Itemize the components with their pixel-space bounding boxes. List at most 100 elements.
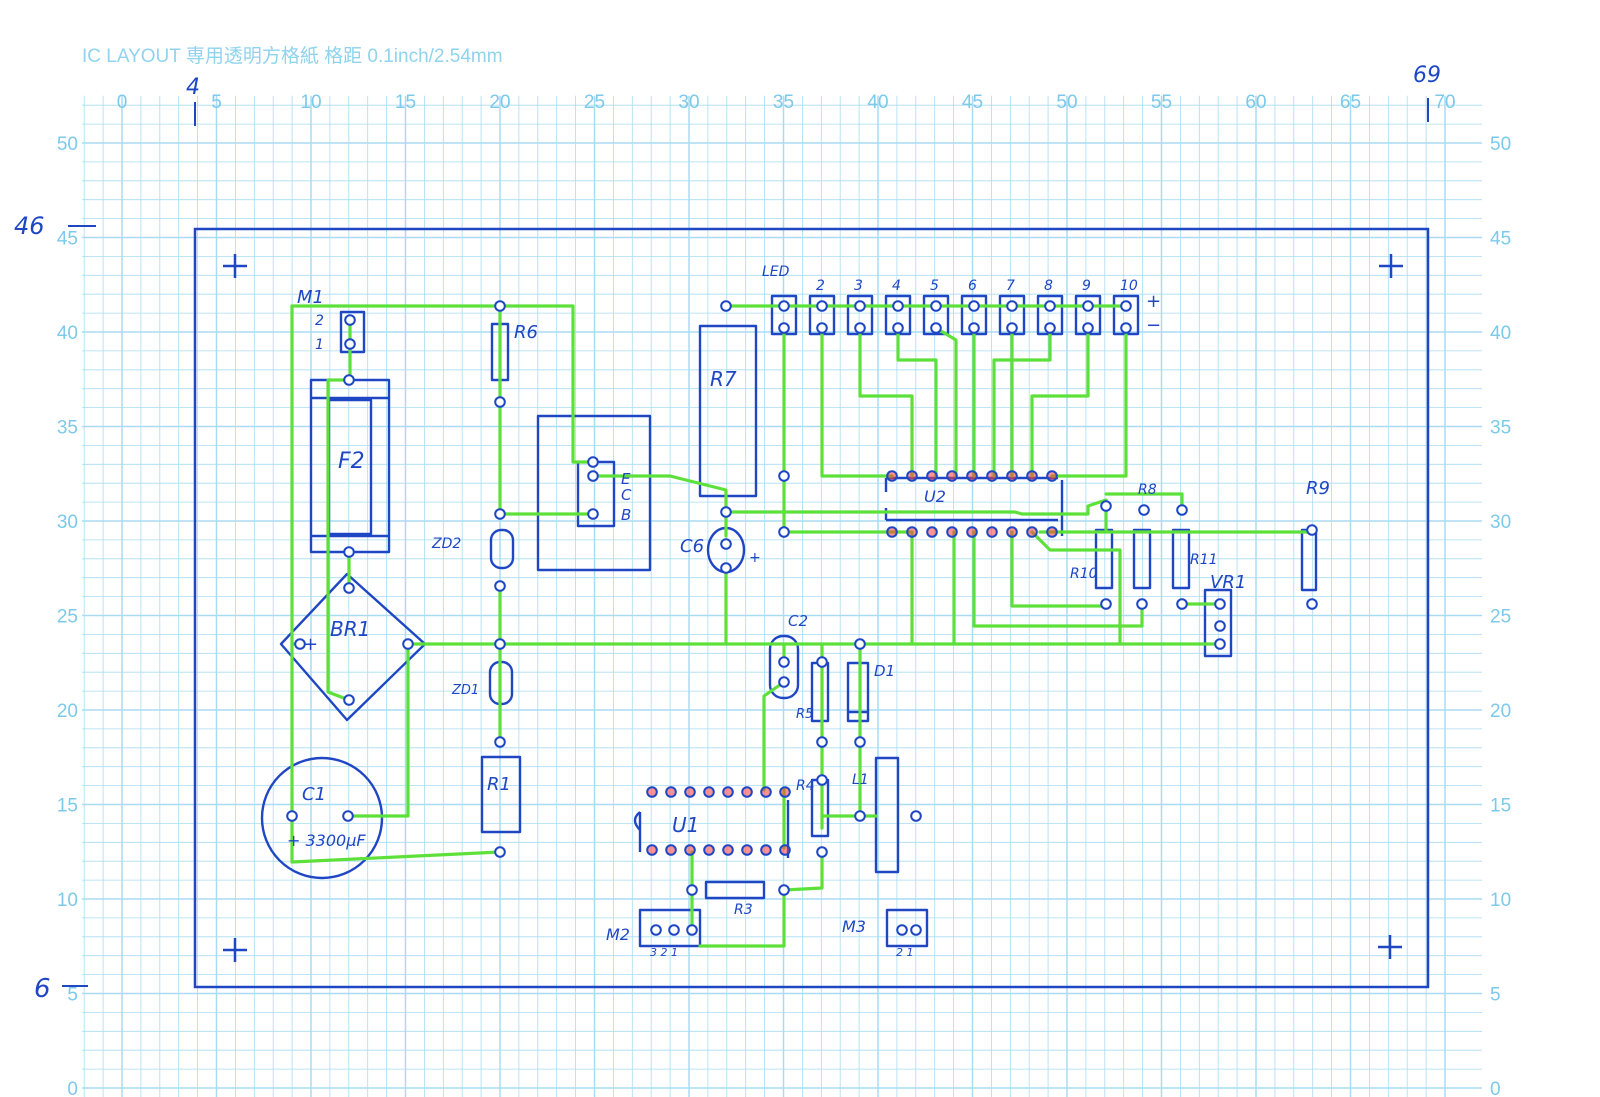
pad — [343, 374, 355, 386]
transistor-e-label: E — [621, 470, 631, 488]
trace-led8-cathode — [992, 326, 1052, 478]
pad — [286, 810, 298, 822]
y-axis-label: 30 — [57, 512, 78, 533]
pad — [892, 322, 904, 334]
led-label: LED — [762, 264, 790, 280]
board-outline — [193, 227, 1430, 989]
pad — [854, 322, 866, 334]
pad — [494, 300, 506, 312]
pad — [686, 924, 698, 936]
x-axis-label: 5 — [211, 92, 222, 113]
zd2-zener-body — [489, 528, 515, 570]
pad — [703, 844, 715, 856]
pad — [720, 562, 732, 574]
led-connector-body — [922, 294, 950, 336]
y-axis-label: 45 — [57, 229, 78, 250]
x-axis-label: 60 — [1245, 92, 1266, 113]
trace-m1-to-transistor — [290, 304, 595, 464]
pad — [720, 300, 732, 312]
y-axis-label: 35 — [57, 418, 78, 439]
pad — [910, 924, 922, 936]
pad — [1100, 598, 1112, 610]
y-axis-label: 50 — [57, 134, 78, 155]
trace-led4-cathode — [896, 326, 938, 478]
zd1-label: ZD1 — [451, 683, 479, 698]
led-number-label: 6 — [968, 278, 977, 294]
pad — [1006, 470, 1018, 482]
m2-label: M2 — [606, 925, 630, 944]
pad — [342, 810, 354, 822]
pad — [344, 338, 356, 350]
led-plus-label: + — [1146, 291, 1161, 312]
trace-led9-cathode — [1030, 326, 1090, 478]
pad — [1306, 524, 1318, 536]
x-axis-label: 50 — [1056, 92, 1077, 113]
registration-mark-top-right — [1379, 254, 1403, 278]
pad — [703, 786, 715, 798]
pad — [854, 300, 866, 312]
pad — [778, 884, 790, 896]
pad — [930, 300, 942, 312]
copper-traces — [290, 304, 1312, 948]
pad — [779, 786, 791, 798]
pad — [816, 656, 828, 668]
pad — [926, 526, 938, 538]
pad — [779, 844, 791, 856]
u2-label: U2 — [924, 487, 946, 506]
x-axis-label: 0 — [117, 92, 128, 113]
pad — [1046, 526, 1058, 538]
pad — [741, 786, 753, 798]
heatsink-outline — [536, 414, 652, 572]
d1-diode-body — [846, 661, 870, 723]
pad — [720, 538, 732, 550]
m1-pin2-label: 2 — [315, 313, 324, 329]
trace-led3-cathode — [858, 326, 914, 478]
pad — [684, 786, 696, 798]
pad — [1100, 500, 1112, 512]
r8-resistor-body — [1132, 528, 1152, 590]
pad — [1214, 598, 1226, 610]
pad — [646, 844, 658, 856]
y-axis-label: 20 — [57, 701, 78, 722]
pad — [1006, 526, 1018, 538]
u1-label: U1 — [672, 813, 699, 837]
l1-label: L1 — [852, 772, 869, 788]
registration-mark-top-left — [223, 254, 247, 278]
x-axis-label: 45 — [962, 92, 983, 113]
m3-label: M3 — [842, 917, 866, 936]
trace-c2-to-u1 — [762, 680, 786, 792]
led-number-label: 4 — [892, 278, 901, 294]
pad — [816, 300, 828, 312]
led-number-label: 8 — [1044, 278, 1053, 294]
board-bottom-coordinate: 6 — [34, 974, 51, 1004]
pad — [854, 638, 866, 650]
x-axis-label: 55 — [1151, 92, 1172, 113]
r1-label: R1 — [487, 774, 511, 795]
trace-bridge-to-c1 — [346, 642, 410, 818]
trace-fuse-to-bridge — [326, 378, 351, 702]
pad — [646, 786, 658, 798]
y-axis-label: 25 — [57, 607, 78, 628]
m3-pin-labels: 2 1 — [896, 946, 914, 959]
m1-label: M1 — [297, 287, 324, 308]
r11-resistor-body — [1171, 528, 1191, 590]
pad — [494, 396, 506, 408]
pad — [816, 846, 828, 858]
pad — [892, 300, 904, 312]
pad — [1026, 470, 1038, 482]
pad — [665, 786, 677, 798]
trace-emitter-to-r7 — [591, 474, 728, 514]
trace-r3-to-m2 — [698, 888, 786, 948]
trace-u2-to-r8 — [972, 530, 1144, 628]
pad — [668, 924, 680, 936]
trace-led2-cathode — [820, 326, 894, 478]
pad — [684, 844, 696, 856]
trace-u2-to-vr — [1030, 530, 1122, 646]
registration-mark-bottom-left — [223, 938, 247, 962]
pad — [1120, 300, 1132, 312]
led-minus-label: − — [1146, 315, 1161, 336]
br1-bridge-body — [279, 572, 427, 722]
